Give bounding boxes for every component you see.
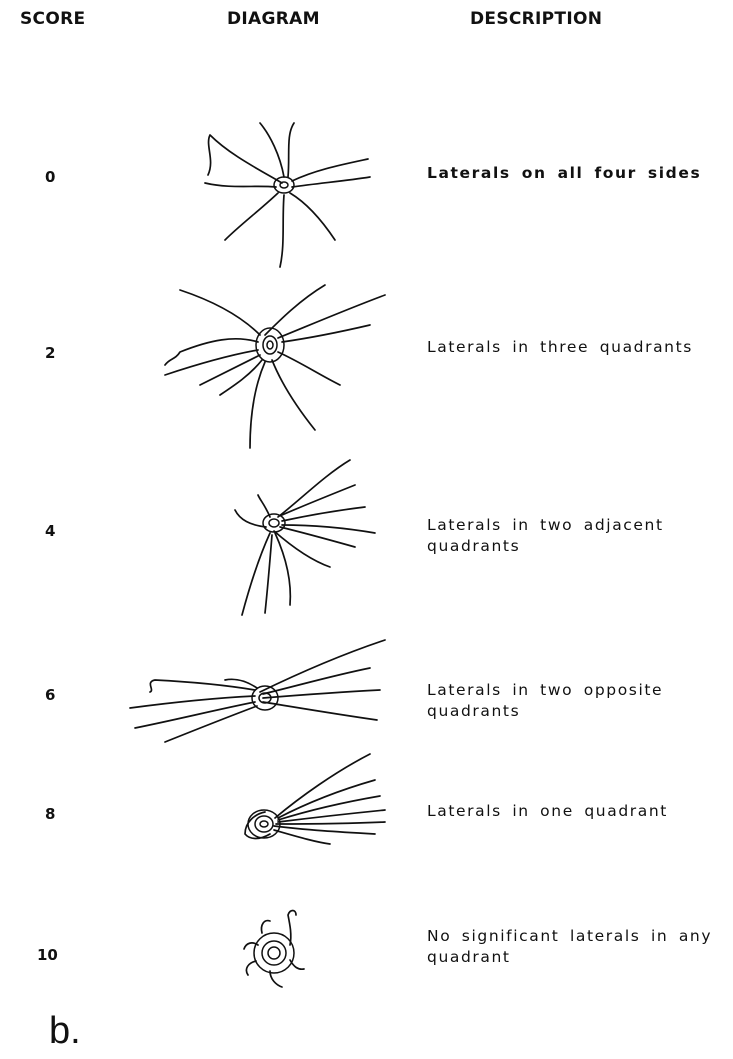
score-value: 0 xyxy=(45,168,55,186)
description-text: Laterals on all four sides xyxy=(427,163,727,184)
header-diagram: DIAGRAM xyxy=(227,9,320,29)
score-value: 6 xyxy=(45,686,55,704)
figure-caption: b. xyxy=(49,1010,81,1053)
score-value: 10 xyxy=(37,946,58,964)
description-text: Laterals in two opposite quadrants xyxy=(427,680,727,722)
root-no-laterals-icon xyxy=(238,905,318,999)
description-text: No significant laterals in any quadrant xyxy=(427,926,732,968)
description-text: Laterals in two adjacent quadrants xyxy=(427,515,727,557)
root-laterals-all-sides-icon xyxy=(190,115,380,279)
score-value: 2 xyxy=(45,344,55,362)
header-score: SCORE xyxy=(20,9,85,29)
header-description: DESCRIPTION xyxy=(470,9,602,29)
root-laterals-two-adjacent-icon xyxy=(230,455,390,624)
root-laterals-two-opposite-icon xyxy=(115,630,395,754)
root-laterals-one-quadrant-icon xyxy=(240,752,390,861)
score-value: 8 xyxy=(45,805,55,823)
description-text: Laterals in one quadrant xyxy=(427,801,727,822)
root-laterals-three-quadrants-icon xyxy=(160,280,390,459)
score-value: 4 xyxy=(45,522,55,540)
description-text: Laterals in three quadrants xyxy=(427,337,732,358)
